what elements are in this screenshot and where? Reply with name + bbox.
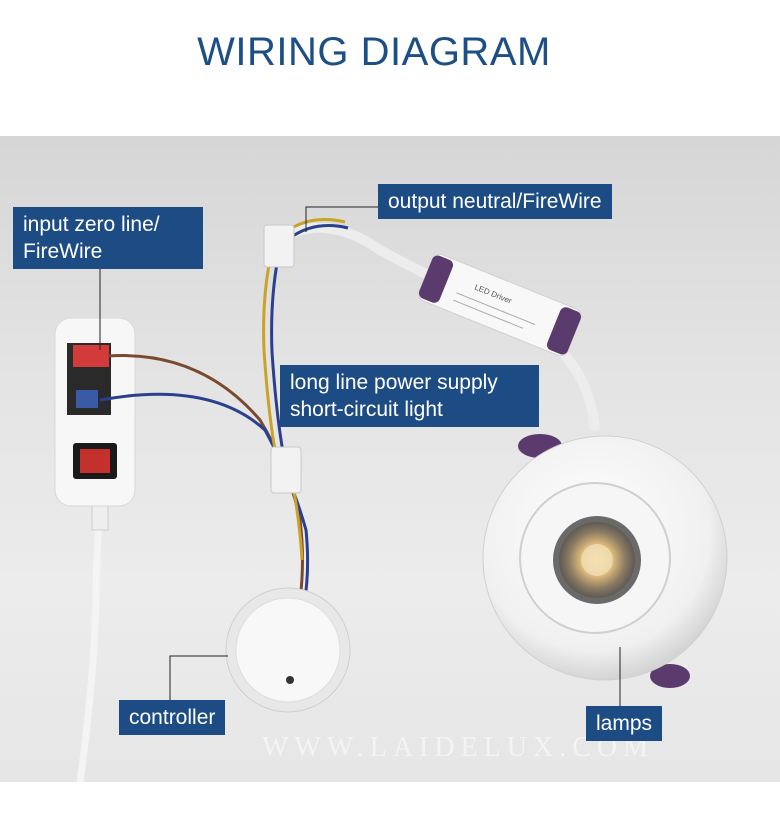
output-line-label: output neutral/FireWire: [378, 184, 612, 219]
input-line-label: input zero line/ FireWire: [13, 207, 203, 269]
lamps-label: lamps: [586, 706, 663, 741]
lamp-downlight: [482, 434, 728, 688]
output-line-text: output neutral/FireWire: [388, 190, 602, 213]
controller-label: controller: [119, 700, 226, 735]
long-line-label: long line power supply short-circuit lig…: [280, 365, 539, 427]
long-line-label-1: long line power supply: [290, 371, 498, 394]
input-line-label-1: input zero line/: [23, 213, 160, 236]
controller-device: [225, 587, 351, 713]
bottom-margin: [0, 782, 780, 837]
controller-text: controller: [129, 706, 216, 729]
leader-lines: [99, 206, 621, 706]
lamps-text: lamps: [596, 712, 653, 735]
wiring-photo-illustration: LED Driver: [54, 206, 728, 782]
page-title: WIRING DIAGRAM: [197, 30, 551, 74]
upper-connector: [263, 224, 295, 268]
input-line-label-2: FireWire: [23, 240, 103, 263]
middle-connector: [270, 446, 302, 494]
watermark: WWW.LAIDELUX.COM: [262, 732, 655, 763]
long-line-label-2: short-circuit light: [290, 398, 443, 421]
power-switch-box: [54, 317, 136, 782]
led-driver: LED Driver: [418, 253, 582, 357]
product-photo: LED Driver WWW.LAIDELUX.COM: [0, 136, 780, 782]
